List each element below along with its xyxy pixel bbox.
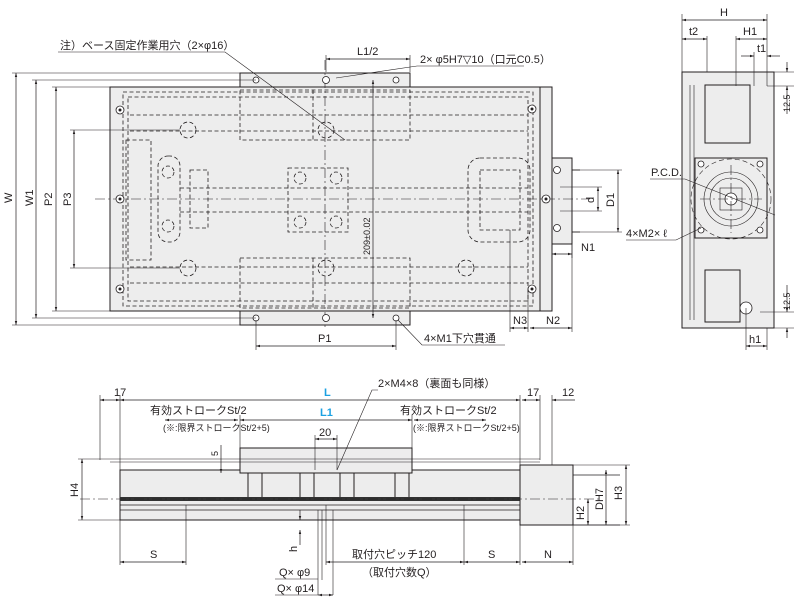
q-phi9-note: Q× φ9 [279,567,310,579]
dim-hole-count: （取付穴数Q） [362,565,437,579]
dim-h-small: h [288,546,300,552]
dim-w1: W1 [24,190,36,207]
m4-hole-note: 2×M4×8（裏面も同様） [378,376,495,390]
dim-l1: L1 [320,407,333,419]
dim-t2: t2 [689,26,698,38]
dim-right-12: 12 [562,387,574,399]
dim-dh7: DH7 [594,488,606,510]
stroke-left-label: 有効ストロークSt/2 [150,403,247,417]
limit-left-label: (※:限界ストロークSt/2+5) [163,423,270,433]
dim-p1: P1 [318,333,331,345]
dim-l1-half: L1/2 [357,46,378,58]
front-base [119,469,521,521]
pcd-note: P.C.D. [651,167,682,179]
dim-n2: N2 [546,315,560,327]
top-view: 注）ベース固定作業用穴（2×φ16） 2× φ5H7▽10（口元C0.5） L1… [3,38,622,350]
dim-n: N [544,549,552,561]
dim-pitch-bottom: 12.5 [782,292,792,310]
front-slider [239,447,413,474]
pin-hole-note: 2× φ5H7▽10（口元C0.5） [420,53,551,66]
dim-t1: t1 [757,43,766,55]
dim-twenty: 20 [319,427,331,439]
dim-p2: P2 [43,193,55,206]
motor-adapter [519,464,574,526]
side-view: H t2 H1 t1 12.5 12.5 h1 P.C.D. 4×M2× ℓ [626,7,794,350]
dim-pitch: 取付穴ピッチ120 [352,547,436,561]
dim-l: L [324,387,331,399]
dim-pitch-top: 12.5 [782,94,792,112]
q-phi14-note: Q× φ14 [277,583,314,595]
dim-w: W [3,192,15,203]
dim-h3: H3 [613,486,625,500]
dim-center-distance: 209±0.02 [362,218,372,255]
dim-h1-lower: h1 [749,334,761,346]
front-view: L 17 17 12 L1 有効ストロークSt/2 (※:限界ストロークSt/2… [69,376,630,597]
dim-n3: N3 [513,315,527,327]
dim-h1: H1 [743,26,757,38]
dim-s-right: S [488,549,495,561]
dim-five: 5 [210,451,220,456]
dim-h2: H2 [575,506,587,520]
m1-hole-note: 4×M1下穴貫通 [424,331,496,345]
base-fixing-hole-note: 注）ベース固定作業用穴（2×φ16） [60,38,234,52]
dim-left-17: 17 [114,387,126,399]
dim-h: H [720,7,728,19]
dim-d: d [585,197,597,203]
dim-s-left: S [150,549,157,561]
dim-right-17: 17 [527,387,539,399]
limit-right-label: (※:限界ストロークSt/2+5) [413,423,520,433]
motor-flange [551,157,573,245]
stroke-right-label: 有効ストロークSt/2 [400,403,497,417]
dim-n1: N1 [581,242,595,254]
dim-h4: H4 [69,483,81,497]
m2-note: 4×M2× ℓ [626,228,667,240]
dim-p3: P3 [62,193,74,206]
mounting-holes [115,76,561,322]
dim-d1: D1 [605,193,617,207]
